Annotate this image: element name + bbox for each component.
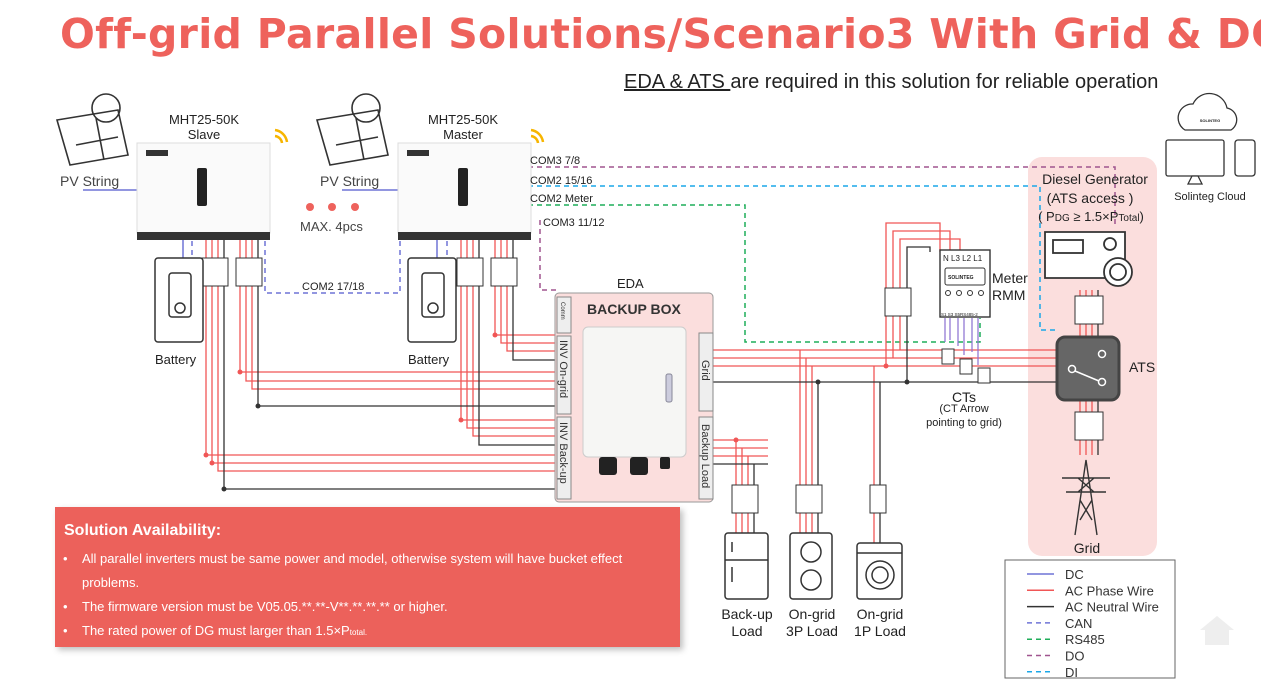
eda-port-grid: Grid bbox=[699, 360, 711, 381]
grid-tower-icon bbox=[1062, 459, 1110, 536]
cloud-brand: SOLINTEG bbox=[1200, 118, 1220, 123]
solution-item: The firmware version must be V05.05.**.*… bbox=[63, 595, 673, 619]
solution-availability-panel: Solution Availability: All parallel inve… bbox=[55, 507, 680, 647]
meter-label: Meter bbox=[992, 270, 1028, 286]
cloud-label: Solinteg Cloud bbox=[1174, 191, 1246, 203]
load-label: Load bbox=[731, 623, 762, 639]
diesel-generator-icon bbox=[1044, 231, 1133, 287]
com2-1718-label: COM2 17/18 bbox=[302, 281, 364, 293]
master-role: Master bbox=[443, 127, 483, 142]
load-label: 1P Load bbox=[854, 623, 906, 639]
load-label: On-grid bbox=[789, 606, 836, 622]
solution-list: All parallel inverters must be same powe… bbox=[63, 547, 673, 645]
load-label: 3P Load bbox=[786, 623, 838, 639]
meter-rmm bbox=[939, 249, 991, 365]
cts-note-1: (CT Arrow bbox=[939, 403, 988, 415]
cts-note-2: pointing to grid) bbox=[926, 417, 1002, 429]
eda-backup-box bbox=[554, 292, 714, 503]
meter-terminals-bottom: S1 S3 S5RS485-2 bbox=[941, 312, 978, 317]
pv-string-label: PV String bbox=[60, 173, 119, 189]
com3-1112-label: COM3 11/12 bbox=[543, 217, 605, 229]
pv-string-label: PV String bbox=[320, 173, 379, 189]
legend-label: AC Phase Wire bbox=[1065, 583, 1154, 598]
legend-label: RS485 bbox=[1065, 632, 1105, 647]
phase-dots bbox=[203, 332, 889, 466]
load-label: Back-up bbox=[721, 606, 773, 622]
eda-port-inv-ongrid: INV On-grid bbox=[557, 340, 569, 398]
eda-port-comm: Comm bbox=[559, 302, 565, 320]
breakers bbox=[201, 257, 1104, 514]
eda-port-backup-load: Backup Load bbox=[699, 424, 711, 488]
legend-label: DC bbox=[1065, 567, 1084, 582]
slave-model: MHT25-50K bbox=[169, 112, 239, 127]
legend-label: AC Neutral Wire bbox=[1065, 600, 1159, 615]
legend-label: DI bbox=[1065, 665, 1078, 680]
load-icons bbox=[724, 532, 903, 600]
solution-item: All parallel inverters must be same powe… bbox=[63, 547, 673, 595]
load-label: On-grid bbox=[857, 606, 904, 622]
subtitle: EDA & ATS are required in this solution … bbox=[624, 71, 1158, 94]
subtitle-rest: are required in this solution for reliab… bbox=[730, 71, 1159, 93]
page-title: Off-grid Parallel Solutions/Scenario3 Wi… bbox=[60, 10, 1261, 58]
com2-1516-label: COM2 15/16 bbox=[530, 175, 592, 187]
master-model: MHT25-50K bbox=[428, 112, 498, 127]
meter-terminals-top: N L3 L2 L1 bbox=[943, 254, 983, 263]
dg-label-3: ( PDG ≥ 1.5×PTotal) bbox=[1038, 209, 1144, 224]
eda-port-inv-backup: INV Back-up bbox=[557, 422, 569, 484]
com2-meter-label: COM2 Meter bbox=[530, 193, 593, 205]
inverter-slave bbox=[136, 128, 289, 240]
ats-switch bbox=[1055, 335, 1121, 402]
grid-label: Grid bbox=[1074, 540, 1100, 556]
ct-icon bbox=[941, 348, 991, 384]
inverter-master bbox=[397, 128, 545, 240]
junction-dots bbox=[221, 379, 910, 492]
wifi-icon bbox=[530, 128, 545, 144]
wifi-icon bbox=[274, 128, 289, 144]
max-label: MAX. 4pcs bbox=[300, 219, 363, 234]
cloud-icon bbox=[1165, 92, 1256, 185]
max-dots bbox=[306, 203, 359, 211]
solution-item: The rated power of DG must larger than 1… bbox=[63, 619, 673, 645]
meter-brand: SOLINTEG bbox=[948, 275, 974, 281]
legend-label: CAN bbox=[1065, 616, 1092, 631]
legend-label: DO bbox=[1065, 649, 1085, 664]
battery-label: Battery bbox=[155, 352, 197, 367]
dg-label-2: (ATS access ) bbox=[1047, 190, 1134, 206]
ats-label: ATS bbox=[1129, 359, 1155, 375]
dg-label-1: Diesel Generator bbox=[1042, 171, 1148, 187]
backup-box-title: BACKUP BOX bbox=[587, 301, 682, 317]
subtitle-emphasis: EDA & ATS bbox=[624, 71, 731, 93]
slave-role: Slave bbox=[188, 127, 221, 142]
battery-label: Battery bbox=[408, 352, 450, 367]
battery-icon bbox=[154, 257, 457, 343]
home-icon[interactable] bbox=[1200, 616, 1234, 645]
eda-label: EDA bbox=[617, 276, 644, 291]
rmm-label: RMM bbox=[992, 287, 1025, 303]
pv-panel-icon bbox=[55, 93, 389, 166]
cts-label: CTs bbox=[952, 389, 976, 405]
com3-78-label: COM3 7/8 bbox=[530, 155, 580, 167]
solution-heading: Solution Availability: bbox=[64, 522, 222, 539]
